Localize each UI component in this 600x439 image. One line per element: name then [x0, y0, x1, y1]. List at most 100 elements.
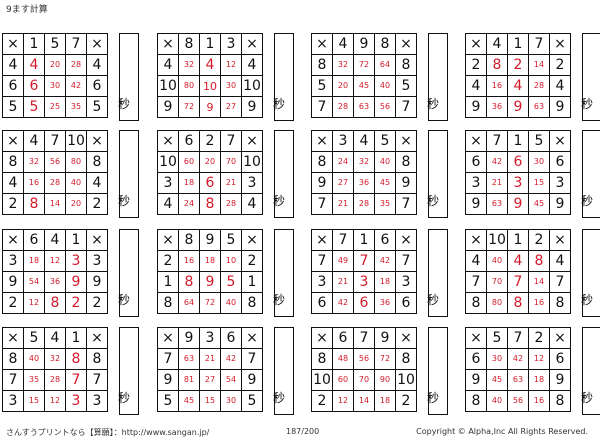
answer-cell[interactable]: 28	[220, 193, 242, 215]
answer-cell[interactable]: 15	[528, 172, 550, 194]
answer-cell[interactable]: 14	[528, 54, 550, 76]
answer-cell[interactable]: 28	[65, 54, 87, 76]
answer-cell[interactable]: 32	[332, 54, 354, 76]
answer-cell[interactable]: 42	[486, 151, 508, 173]
answer-cell[interactable]: 20	[65, 193, 87, 215]
answer-cell[interactable]: 36	[374, 292, 396, 314]
time-box[interactable]	[582, 33, 600, 121]
answer-cell[interactable]: 42	[220, 348, 242, 370]
answer-cell[interactable]: 63	[486, 193, 508, 215]
answer-cell[interactable]: 10	[220, 250, 242, 272]
answer-cell[interactable]: 6	[23, 75, 45, 97]
answer-cell[interactable]: 5	[220, 271, 242, 293]
answer-cell[interactable]: 60	[178, 151, 200, 173]
answer-cell[interactable]: 8	[44, 292, 66, 314]
answer-cell[interactable]: 49	[332, 250, 354, 272]
answer-cell[interactable]: 8	[23, 193, 45, 215]
answer-cell[interactable]: 18	[23, 250, 45, 272]
answer-cell[interactable]: 36	[44, 271, 66, 293]
answer-cell[interactable]: 63	[528, 96, 550, 118]
time-box[interactable]	[428, 327, 448, 415]
time-box[interactable]	[119, 229, 139, 317]
answer-cell[interactable]: 8	[199, 193, 221, 215]
answer-cell[interactable]: 40	[486, 250, 508, 272]
answer-cell[interactable]: 48	[332, 348, 354, 370]
answer-cell[interactable]: 18	[178, 172, 200, 194]
answer-cell[interactable]: 21	[220, 172, 242, 194]
answer-cell[interactable]: 9	[65, 271, 87, 293]
answer-cell[interactable]: 28	[44, 172, 66, 194]
answer-cell[interactable]: 8	[178, 271, 200, 293]
answer-cell[interactable]: 28	[332, 96, 354, 118]
answer-cell[interactable]: 35	[23, 369, 45, 391]
answer-cell[interactable]: 32	[178, 54, 200, 76]
answer-cell[interactable]: 40	[486, 390, 508, 412]
answer-cell[interactable]: 64	[374, 54, 396, 76]
answer-cell[interactable]: 20	[44, 54, 66, 76]
answer-cell[interactable]: 21	[199, 348, 221, 370]
answer-cell[interactable]: 6	[199, 172, 221, 194]
answer-cell[interactable]: 54	[220, 369, 242, 391]
answer-cell[interactable]: 45	[353, 75, 375, 97]
answer-cell[interactable]: 18	[374, 390, 396, 412]
answer-cell[interactable]: 18	[199, 250, 221, 272]
answer-cell[interactable]: 10	[199, 75, 221, 97]
answer-cell[interactable]: 20	[332, 75, 354, 97]
answer-cell[interactable]: 14	[353, 390, 375, 412]
answer-cell[interactable]: 45	[528, 193, 550, 215]
answer-cell[interactable]: 72	[178, 96, 200, 118]
answer-cell[interactable]: 30	[44, 75, 66, 97]
time-box[interactable]	[274, 33, 294, 121]
answer-cell[interactable]: 5	[23, 96, 45, 118]
answer-cell[interactable]: 36	[353, 172, 375, 194]
answer-cell[interactable]: 40	[23, 348, 45, 370]
answer-cell[interactable]: 25	[44, 96, 66, 118]
answer-cell[interactable]: 8	[528, 250, 550, 272]
answer-cell[interactable]: 15	[199, 390, 221, 412]
answer-cell[interactable]: 32	[23, 151, 45, 173]
answer-cell[interactable]: 32	[353, 151, 375, 173]
answer-cell[interactable]: 9	[507, 193, 529, 215]
answer-cell[interactable]: 3	[65, 250, 87, 272]
answer-cell[interactable]: 7	[507, 271, 529, 293]
answer-cell[interactable]: 14	[528, 271, 550, 293]
answer-cell[interactable]: 28	[353, 193, 375, 215]
answer-cell[interactable]: 28	[44, 369, 66, 391]
answer-cell[interactable]: 4	[23, 54, 45, 76]
answer-cell[interactable]: 18	[374, 271, 396, 293]
answer-cell[interactable]: 40	[65, 172, 87, 194]
answer-cell[interactable]: 56	[374, 96, 396, 118]
answer-cell[interactable]: 30	[528, 151, 550, 173]
answer-cell[interactable]: 27	[220, 96, 242, 118]
answer-cell[interactable]: 7	[353, 250, 375, 272]
answer-cell[interactable]: 16	[486, 75, 508, 97]
answer-cell[interactable]: 24	[332, 151, 354, 173]
answer-cell[interactable]: 54	[23, 271, 45, 293]
answer-cell[interactable]: 21	[332, 193, 354, 215]
answer-cell[interactable]: 63	[178, 348, 200, 370]
answer-cell[interactable]: 72	[353, 54, 375, 76]
answer-cell[interactable]: 15	[23, 390, 45, 412]
answer-cell[interactable]: 70	[353, 369, 375, 391]
answer-cell[interactable]: 12	[528, 348, 550, 370]
time-box[interactable]	[274, 327, 294, 415]
answer-cell[interactable]: 8	[507, 292, 529, 314]
time-box[interactable]	[119, 327, 139, 415]
answer-cell[interactable]: 70	[220, 151, 242, 173]
answer-cell[interactable]: 20	[199, 151, 221, 173]
answer-cell[interactable]: 24	[178, 193, 200, 215]
answer-cell[interactable]: 9	[199, 271, 221, 293]
time-box[interactable]	[428, 33, 448, 121]
answer-cell[interactable]: 4	[507, 250, 529, 272]
answer-cell[interactable]: 16	[528, 292, 550, 314]
answer-cell[interactable]: 21	[332, 271, 354, 293]
time-box[interactable]	[582, 327, 600, 415]
time-box[interactable]	[274, 130, 294, 218]
answer-cell[interactable]: 56	[44, 151, 66, 173]
answer-cell[interactable]: 3	[353, 271, 375, 293]
time-box[interactable]	[119, 33, 139, 121]
answer-cell[interactable]: 36	[486, 96, 508, 118]
answer-cell[interactable]: 80	[178, 75, 200, 97]
answer-cell[interactable]: 2	[507, 54, 529, 76]
answer-cell[interactable]: 81	[178, 369, 200, 391]
